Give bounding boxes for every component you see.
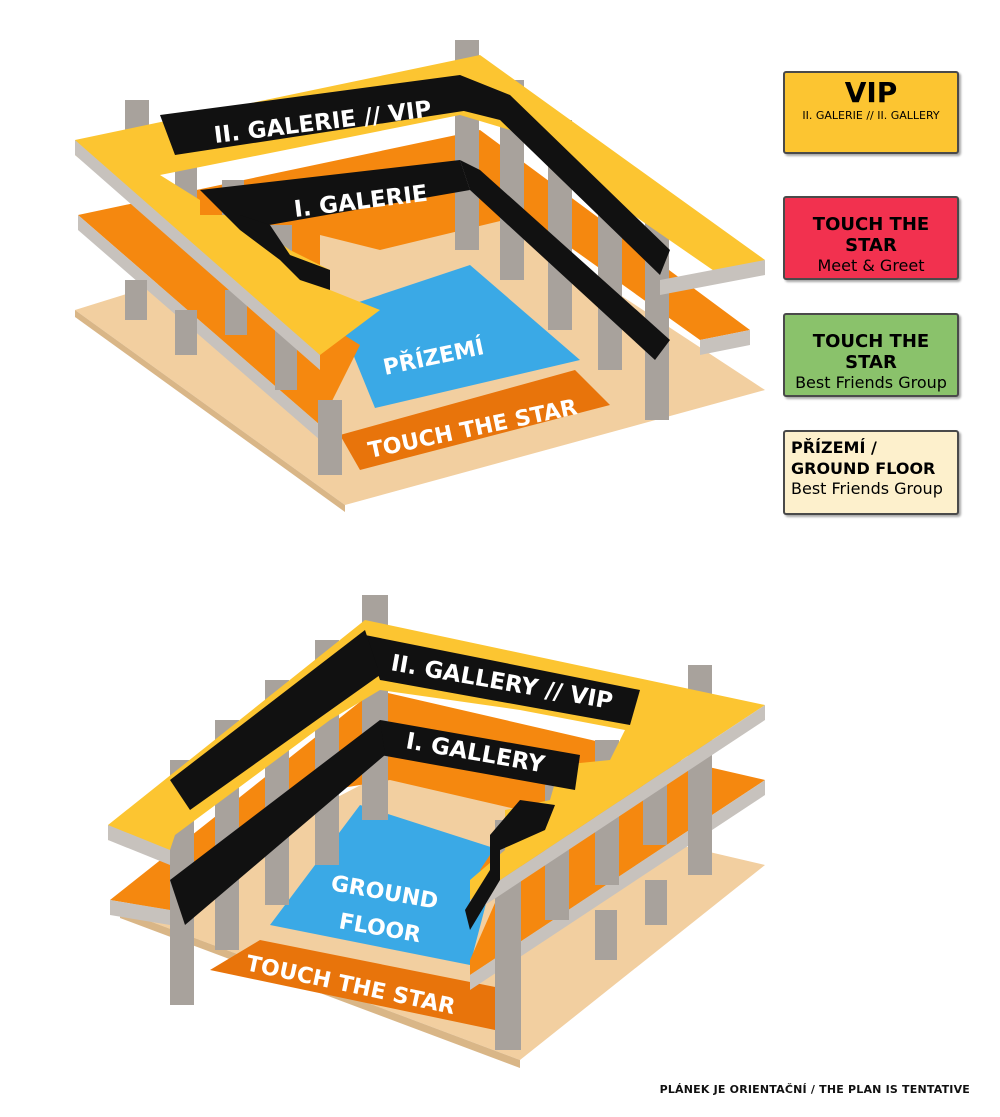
legend-meet-greet-subtitle: Meet & Greet <box>817 256 925 275</box>
ground-slab-edge <box>75 310 345 512</box>
legend-ground-floor: PŘÍZEMÍ / GROUND FLOOR Best Friends Grou… <box>783 430 959 515</box>
vip-railing <box>365 635 640 725</box>
level1-stairs <box>465 800 555 930</box>
level1-stairs <box>240 215 330 290</box>
level1-railing-right <box>460 160 670 360</box>
vip-slab-edge-right <box>660 260 765 295</box>
level1-railing-left <box>170 720 385 925</box>
ground-area <box>270 805 500 965</box>
legend-best-friends-subtitle: Best Friends Group <box>795 373 947 392</box>
legend-meet-greet-title: TOUCH THE STAR <box>812 214 930 256</box>
vip-slab-edge <box>108 825 170 865</box>
bottom-floor-plan: II. GALLERY // VIP I. GALLERY GROUND FLO… <box>108 595 765 1068</box>
legend-vip: VIP II. GALERIE // II. GALLERY <box>783 71 959 154</box>
top-floor-plan: II. GALERIE // VIP I. GALERIE PŘÍZEMÍ TO… <box>75 40 765 512</box>
level1-railing <box>200 160 470 230</box>
legend-meet-greet: TOUCH THE STAR Meet & Greet <box>783 196 959 280</box>
vip-railing-right <box>460 75 670 275</box>
level1-railing <box>380 720 580 790</box>
legend-ground-floor-title: PŘÍZEMÍ / GROUND FLOOR <box>791 438 936 478</box>
level1-slab-edge <box>78 215 320 440</box>
legend-best-friends: TOUCH THE STAR Best Friends Group <box>783 313 959 397</box>
legend-ground-floor-subtitle: Best Friends Group <box>791 479 943 498</box>
stage-area <box>340 370 610 470</box>
vip-slab-edge <box>75 140 320 370</box>
level1-slab-edge <box>110 900 170 925</box>
vip-railing <box>160 75 470 155</box>
legend-vip-title: VIP <box>844 76 898 109</box>
tentative-plan-note: PLÁNEK JE ORIENTAČNÍ / THE PLAN IS TENTA… <box>659 1083 970 1096</box>
level1-slab-edge-right <box>700 330 750 355</box>
stage-area <box>210 940 510 1030</box>
legend-best-friends-title: TOUCH THE STAR <box>812 331 930 373</box>
ground-area <box>335 265 580 408</box>
vip-slab-edge-right <box>470 705 765 915</box>
vip-railing-left <box>170 630 380 810</box>
legend-vip-subtitle: II. GALERIE // II. GALLERY <box>802 109 940 122</box>
